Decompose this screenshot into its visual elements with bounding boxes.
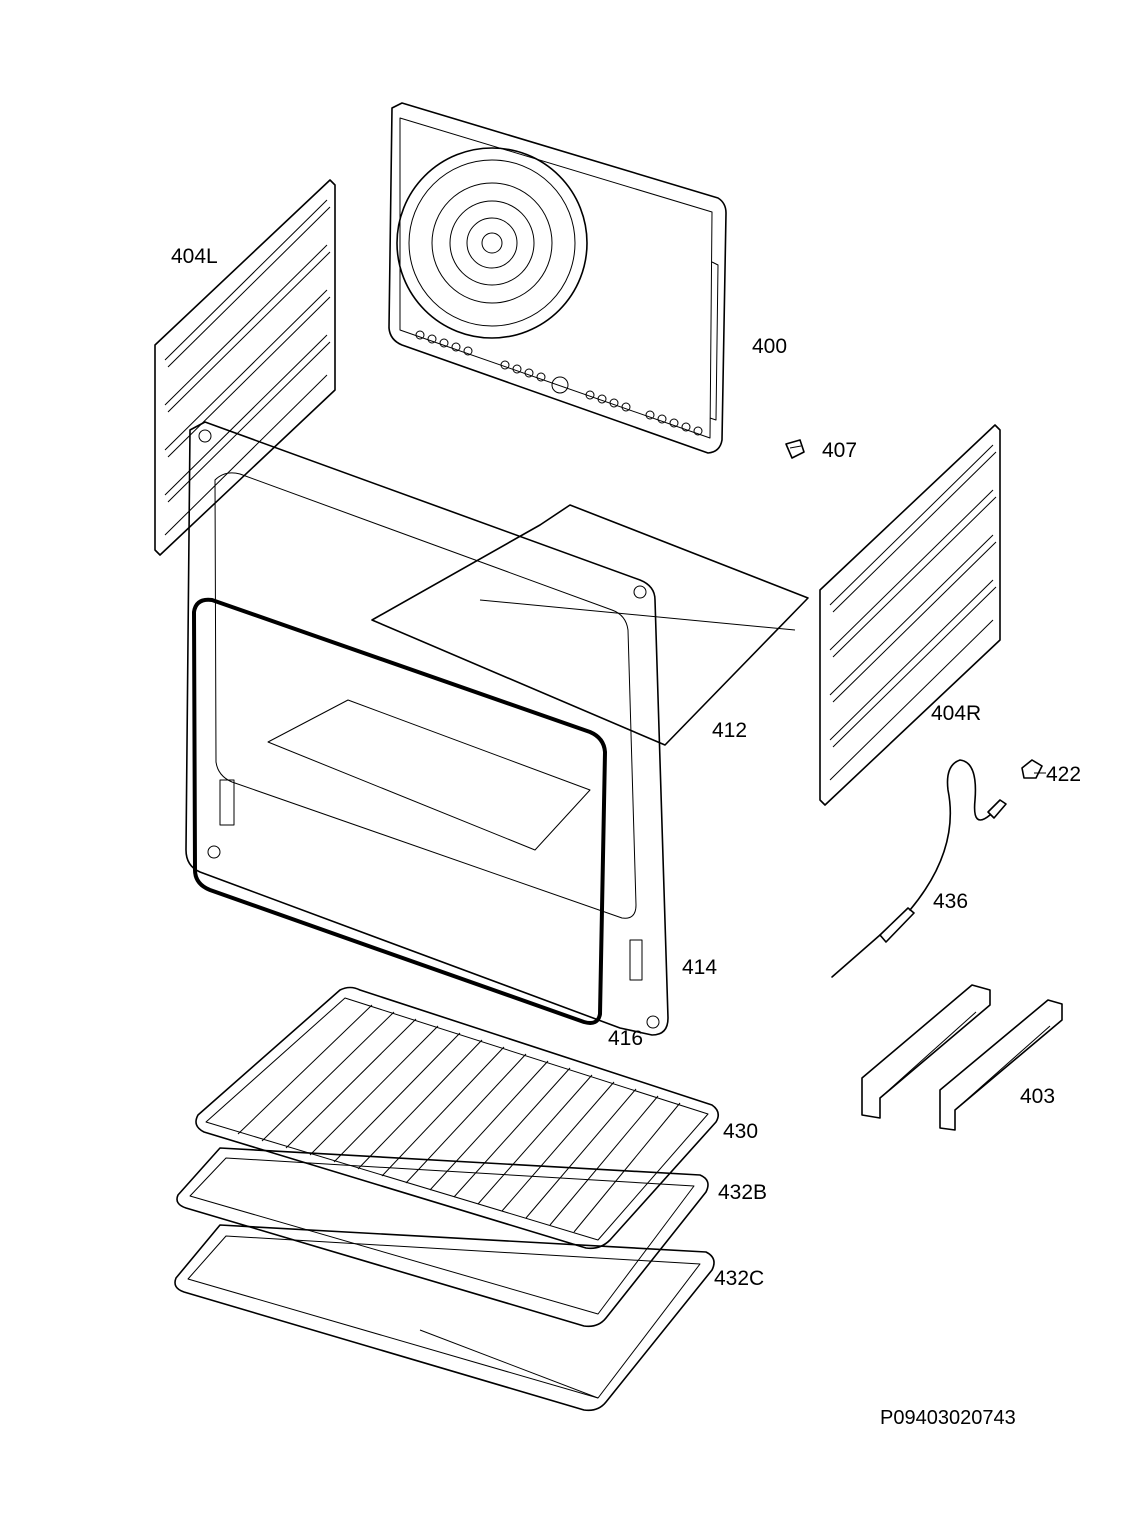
part-436-meat-probe bbox=[831, 759, 1007, 978]
label-407: 407 bbox=[822, 439, 858, 462]
label-430: 430 bbox=[723, 1120, 759, 1143]
label-404L: 404L bbox=[171, 245, 218, 268]
part-432C-tray bbox=[174, 1224, 715, 1412]
part-422-fitting bbox=[1021, 759, 1043, 779]
part-432B-tray bbox=[176, 1147, 709, 1328]
part-404R-right-rail bbox=[819, 424, 1001, 806]
label-412: 412 bbox=[712, 719, 748, 742]
label-422: 422 bbox=[1046, 763, 1082, 786]
part-403-telescopic-runners bbox=[861, 984, 1063, 1131]
label-400: 400 bbox=[752, 335, 788, 358]
label-436: 436 bbox=[933, 890, 969, 913]
label-432B: 432B bbox=[718, 1181, 768, 1204]
label-404R: 404R bbox=[931, 702, 982, 725]
part-416-door-gasket bbox=[192, 597, 607, 1025]
part-430-wire-grid bbox=[195, 986, 720, 1250]
part-400-rear-panel bbox=[388, 102, 727, 454]
part-404L-left-rail bbox=[154, 179, 336, 556]
grid-wires bbox=[237, 1004, 681, 1233]
label-403: 403 bbox=[1020, 1085, 1056, 1108]
part-407-clip bbox=[785, 439, 805, 459]
part-412-shelf-tray bbox=[267, 504, 809, 851]
label-414: 414 bbox=[682, 956, 718, 979]
label-416: 416 bbox=[608, 1027, 644, 1050]
vent-holes bbox=[415, 330, 703, 436]
document-id: P09403020743 bbox=[880, 1407, 1016, 1429]
part-414-door-frame bbox=[185, 421, 669, 1036]
label-432C: 432C bbox=[714, 1267, 765, 1290]
